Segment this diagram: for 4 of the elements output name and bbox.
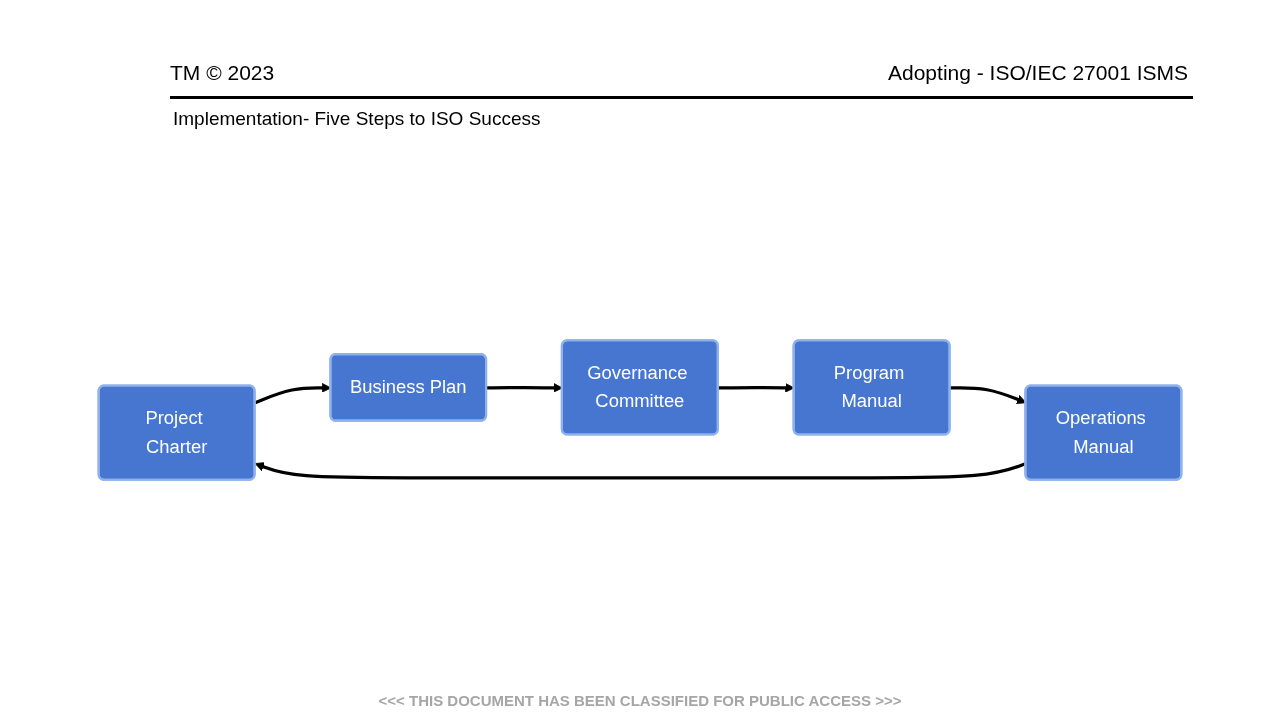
copyright-notice: TM © 2023 bbox=[170, 60, 275, 86]
footer-note: <<< THIS DOCUMENT HAS BEEN CLASSIFIED FOR PUBLIC ACCESS >>> bbox=[378, 692, 902, 710]
subtitle: Implementation- Five Steps to ISO Success bbox=[173, 108, 541, 131]
title: Adopting - ISO/IEC 27001 ISMS bbox=[888, 60, 1188, 86]
